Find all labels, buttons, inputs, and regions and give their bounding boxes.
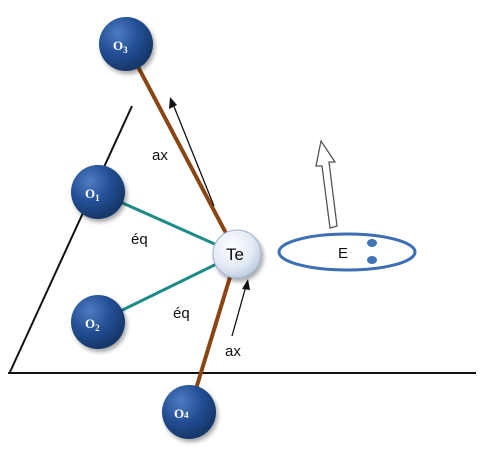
oxygen-atom-1: O1: [71, 165, 125, 219]
oxygen-atom-2: O2: [71, 295, 125, 349]
equatorial-label-1: éq: [131, 231, 148, 248]
lone-pair-dot: [367, 239, 377, 247]
axial-arrow-top: [169, 97, 215, 207]
svg-text:O2: O2: [85, 316, 100, 333]
tellurium-label: Te: [226, 245, 244, 264]
oxygen-atom-4: O4: [162, 385, 216, 439]
lone-pair-label: E: [338, 245, 348, 262]
axial-arrow-bottom: [231, 279, 250, 337]
axial-label-bottom: ax: [225, 343, 241, 360]
svg-text:O4: O4: [174, 406, 189, 421]
equatorial-label-2: éq: [173, 305, 190, 322]
oxygen-atom-3: O3: [99, 17, 153, 71]
svg-text:O3: O3: [113, 38, 128, 55]
lone-pair-dot: [367, 256, 377, 264]
svg-text:O1: O1: [85, 186, 100, 203]
axial-bond-bottom: [187, 253, 239, 413]
tellurium-atom: Te: [212, 229, 262, 279]
lone-pair-direction-arrow: [315, 139, 338, 229]
axial-label-top: ax: [152, 147, 168, 164]
lone-pair-ellipse: [277, 232, 417, 272]
axial-bond-top: [124, 43, 239, 255]
plane-left-edge: [9, 105, 133, 373]
